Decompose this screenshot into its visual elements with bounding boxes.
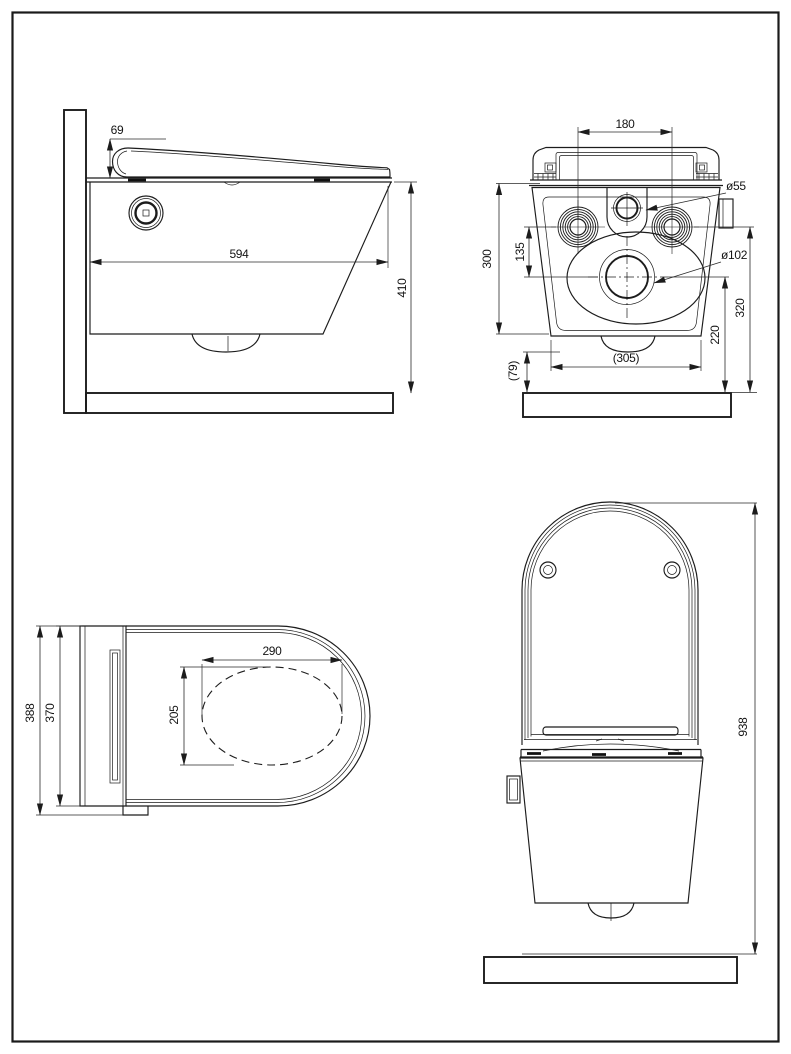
open-lid-outline <box>521 501 699 745</box>
floor-section <box>85 392 394 414</box>
side-knob <box>128 195 164 231</box>
rear-view: 180 ø55 135 300 ø102 320 220 (305) (79) <box>480 117 757 418</box>
seat-ring-edge <box>86 177 392 183</box>
lid-bumper-right <box>663 561 681 579</box>
lid-rear-outline <box>532 146 720 180</box>
tank-top-outline <box>79 625 127 807</box>
drawing-border <box>11 11 780 1043</box>
seat-notch <box>223 181 241 186</box>
dim-height: 410 <box>395 278 409 298</box>
drain-bump <box>191 333 261 353</box>
dim-floor-clearance: (79) <box>506 361 520 381</box>
dim-bottom-width: (305) <box>613 351 640 365</box>
dim-drain-dia: ø102 <box>721 248 748 262</box>
dim-lid-height: 69 <box>111 123 124 137</box>
wall-section <box>63 109 87 414</box>
hinge-right <box>695 162 708 173</box>
dim-overall-width: 388 <box>23 703 37 723</box>
lid-bumper-left <box>539 561 557 579</box>
ceramic-front-outline <box>519 757 704 904</box>
seat-bumper-bar <box>542 726 679 736</box>
top-handle <box>109 649 121 784</box>
top-view: 290 205 370 388 <box>23 625 371 816</box>
bowl-top-outline <box>126 625 371 807</box>
floor-rear <box>522 392 732 418</box>
drain-bump-rear <box>600 335 656 353</box>
side-view: 594 410 69 <box>63 109 417 414</box>
top-step <box>122 806 149 816</box>
rim-edge <box>520 748 703 758</box>
hinge-left <box>544 162 557 173</box>
floor-front <box>483 956 738 984</box>
side-tab <box>718 198 734 229</box>
side-button <box>506 775 521 804</box>
dim-body-height: 300 <box>480 249 494 269</box>
dim-bowl-width: 205 <box>167 705 181 725</box>
front-open-view: 938 <box>483 501 759 984</box>
dim-drain-height: 220 <box>708 325 722 345</box>
bowl-recess <box>566 231 706 325</box>
dim-total-height: 938 <box>736 717 750 737</box>
dim-bolt-height: 320 <box>733 298 747 318</box>
dim-bolt-to-drain: 135 <box>513 242 527 262</box>
seat-rear-band <box>529 179 723 187</box>
dim-depth: 594 <box>229 247 249 261</box>
ceramic-rear-outline <box>531 186 721 337</box>
dim-bolt-spacing: 180 <box>615 117 635 131</box>
dim-bowl-length: 290 <box>262 644 282 658</box>
bowl-opening <box>201 666 343 766</box>
dim-inlet-dia: ø55 <box>726 179 746 193</box>
dim-body-width: 370 <box>43 703 57 723</box>
